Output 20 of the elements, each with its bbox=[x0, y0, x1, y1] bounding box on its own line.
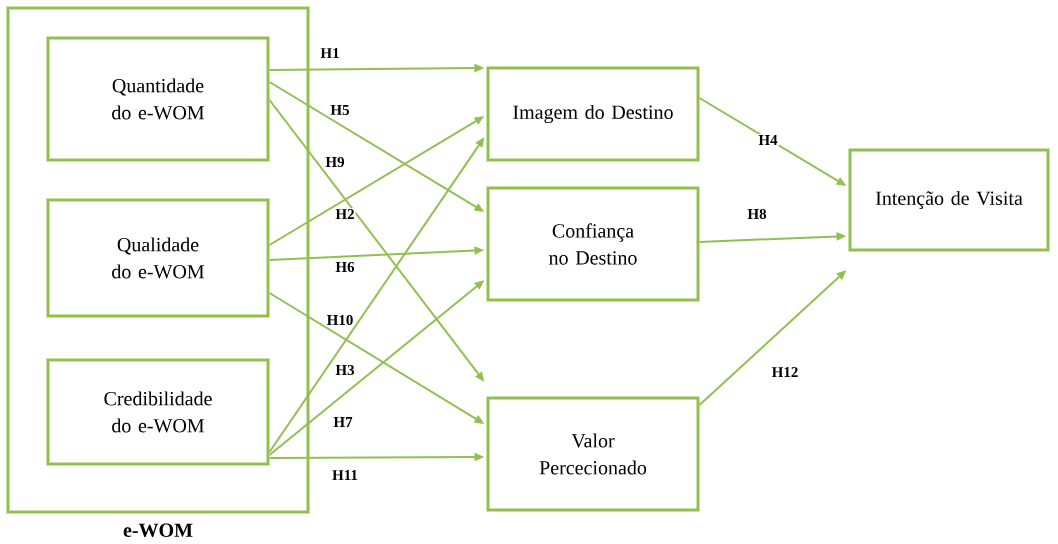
edge-label: H12 bbox=[770, 366, 800, 378]
edge-label: H2 bbox=[334, 208, 356, 220]
edge-label: H6 bbox=[334, 260, 356, 274]
edge-label: H4 bbox=[757, 134, 779, 146]
construct-box: Credibilidade do e-WOM bbox=[46, 358, 270, 466]
edge-label: H9 bbox=[324, 155, 346, 169]
edge-label: H8 bbox=[746, 207, 768, 221]
edge-label: H11 bbox=[331, 469, 359, 481]
edge-label: H3 bbox=[334, 363, 356, 377]
edge-label: H1 bbox=[319, 47, 341, 59]
construct-box: Qualidade do e-WOM bbox=[46, 198, 270, 318]
construct-box: Quantidade do e-WOM bbox=[46, 36, 270, 162]
node-label: e-WOM bbox=[123, 523, 193, 538]
edge-label: H7 bbox=[332, 416, 354, 428]
construct-box: Imagem do Destino bbox=[486, 66, 700, 162]
construct-box: Intenção de Visita bbox=[848, 148, 1050, 252]
edge-label: H5 bbox=[329, 104, 351, 116]
edge-label: H10 bbox=[325, 313, 355, 327]
construct-box: Valor Percecionado bbox=[486, 396, 700, 512]
construct-box: Confiança no Destino bbox=[486, 186, 700, 302]
